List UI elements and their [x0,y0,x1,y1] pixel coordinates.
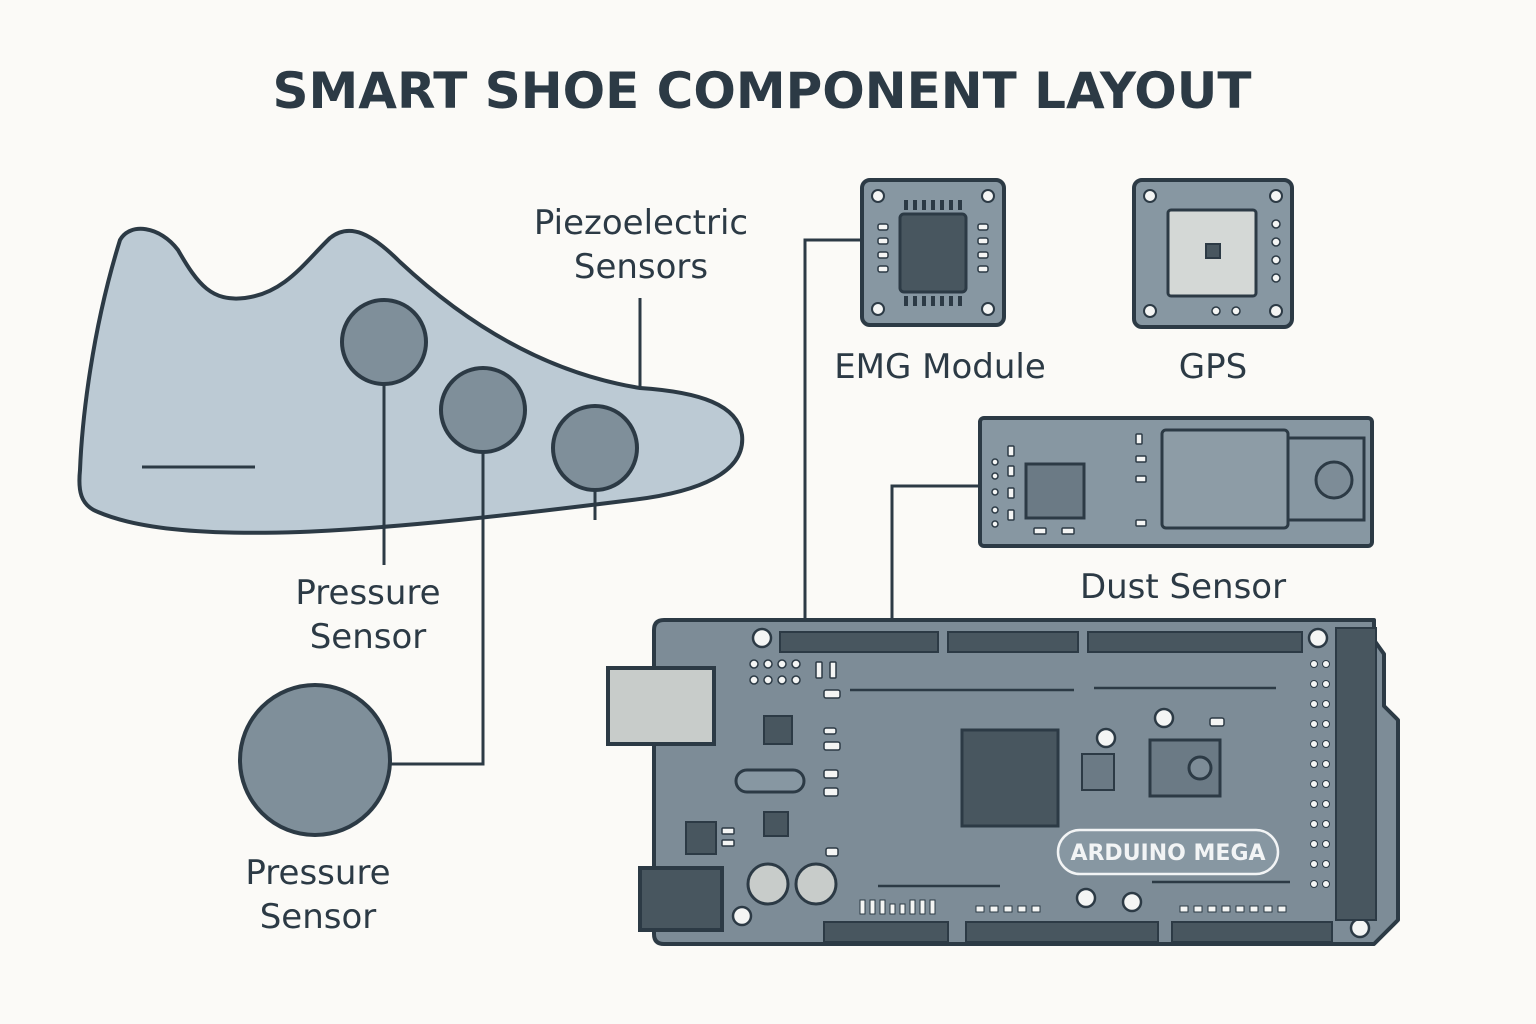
piezo-label-line2: Sensors [574,247,708,287]
pressure-shoe-label-line1: Pressure [295,573,440,613]
gps-label: GPS [1179,347,1247,387]
wire-dust [890,484,980,620]
emg-chip [898,212,968,294]
piezo-sensor-2 [439,366,527,454]
gps-module [1132,178,1294,329]
pressure-ext-label-line2: Sensor [260,897,377,937]
pressure-ext-label-line1: Pressure [245,853,390,893]
board-name-label: ARDUINO MEGA [1070,841,1265,866]
main-microcontroller [960,728,1060,828]
piezo-sensor-3 [551,404,639,492]
pressure-shoe-label-line2: Sensor [310,617,427,657]
usb-port [606,666,716,746]
diagram-title: SMART SHOE COMPONENT LAYOUT [272,62,1251,120]
external-pressure-sensor [238,683,392,837]
emg-module [860,178,1006,327]
leader-pressure-external [390,452,485,766]
piezo-label-line1: Piezoelectric [534,203,748,243]
board-name-badge [1056,828,1280,876]
dust-sensor-module [978,416,1374,548]
emg-label: EMG Module [834,347,1046,387]
piezo-sensor-1 [340,298,428,386]
wire-emg [803,238,862,620]
power-jack [638,866,724,932]
arduino-mega-board: ARDUINO MEGA [606,618,1400,946]
dust-sensor-label: Dust Sensor [1080,567,1286,607]
shoe [77,226,745,766]
